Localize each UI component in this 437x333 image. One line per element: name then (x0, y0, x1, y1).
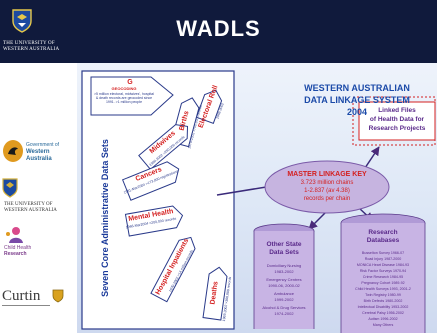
research-item: Risk Factor Surveys 1970-94 (359, 269, 407, 273)
core-arrow-shapes (121, 89, 228, 321)
page-title: WADLS (176, 16, 261, 41)
curtin-shield-icon (52, 289, 64, 303)
core-vertical-label: Seven Core Administrative Data Sets (100, 139, 110, 297)
research-item: Busselton Survey 1966-07 (361, 251, 405, 255)
research-item: Autism 1996-2002 (368, 317, 398, 321)
linked-files-line1: Linked Files (378, 107, 416, 114)
research-item: Child Health Surveys 1993, 2001-2 (355, 287, 411, 291)
diagram-canvas (81, 70, 436, 333)
geocoding-icon: G (127, 79, 133, 86)
arrow-shape-deaths (202, 266, 228, 321)
research-item: MONICA Heart Disease 1984-93 (356, 263, 410, 267)
research-item: Twin Registry 1980-99 (365, 293, 401, 297)
master-key-line3: records per chain (303, 196, 351, 202)
linkage-diagram: WESTERN AUSTRALIAN DATA LINKAGE SYSTEM 2… (77, 63, 437, 333)
linked-files-box (358, 101, 436, 141)
research-item: Road Injury 1987-2000 (364, 257, 402, 261)
gov-line1: Government of (26, 142, 60, 148)
geocoding-title: GEOCODING (111, 86, 137, 91)
other-item: Ambulance (273, 291, 294, 296)
arrow-shape-mental (124, 205, 184, 237)
curtin-underline (2, 305, 50, 306)
other-item: 1974-2002 (274, 311, 294, 316)
uwa-logo: THE UNIVERSITY OF WESTERN AUSTRALIA (2, 178, 74, 218)
other-item: Emergency Centres (266, 277, 302, 282)
child-health-logo: Child Health Research (2, 226, 74, 258)
linked-files-line3: Research Projects (368, 125, 426, 132)
curtin-text: Curtin (2, 288, 41, 304)
other-title-line1: Other State (266, 241, 302, 248)
curtin-logo: Curtin (2, 286, 76, 308)
arrow-shape-midwives (138, 124, 189, 171)
arrow-shape-cancers (121, 161, 180, 201)
header-bar: THE UNIVERSITY OF WESTERN AUSTRALIA WADL… (0, 0, 437, 63)
research-item: Birth Defects 1980-2002 (363, 299, 403, 303)
child-health-line2: Research (4, 251, 27, 257)
system-year: 2004 (346, 107, 368, 117)
research-cylinder-body (341, 223, 425, 333)
child-figure-icon (6, 227, 23, 243)
gov-line3: Australia (26, 156, 52, 162)
linked-files-line2: of Health Data for (369, 116, 425, 123)
logo-sidebar: Government of Western Australia THE UNIV… (0, 63, 77, 333)
other-item: Domiciliary Nursing (266, 263, 302, 268)
system-title-line2: DATA LINKAGE SYSTEM (304, 95, 410, 105)
other-item: 1983-2002 (274, 269, 294, 274)
government-wa-logo: Government of Western Australia (2, 137, 74, 165)
other-item: Alcohol & Drug Services (262, 305, 306, 310)
master-key-ellipse (264, 160, 390, 214)
research-title-line2: Databases (366, 237, 400, 244)
uwa-shield-icon (2, 178, 18, 198)
research-item: Pregnancy Cohort 1989-92 (361, 281, 405, 285)
uwa-logo-text: THE UNIVERSITY OF WESTERN AUSTRALIA (4, 202, 57, 213)
system-title-line1: WESTERN AUSTRALIAN (304, 83, 410, 93)
research-title-line1: Research (368, 229, 398, 236)
other-item: 1990-06, 2000-02 (268, 283, 300, 288)
geocoding-text: >5 million electoral, midwives', hospita… (93, 92, 155, 104)
gov-line2: Western (26, 149, 50, 155)
research-item: Intellectual Disability 1953-2002 (357, 305, 409, 309)
uwa-crest-icon (12, 9, 32, 33)
child-health-line1: Child Health (4, 245, 32, 251)
government-swan-icon (3, 140, 23, 162)
research-item: Many Others (372, 323, 394, 327)
master-key-line1: 3.723 million chains (300, 180, 354, 186)
other-item: 1999-2002 (274, 297, 294, 302)
geocoding-bubble (90, 76, 174, 116)
master-key-line2: 1-2.837 (av 4.38) (304, 188, 350, 194)
other-cylinder-body (254, 231, 314, 329)
arrow-shape-electoral (195, 89, 223, 124)
arrow-shape-hospital (150, 236, 196, 303)
university-name: THE UNIVERSITY OF WESTERN AUSTRALIA (3, 41, 60, 52)
research-item: Cerebral Palsy 1956-2002 (362, 311, 404, 315)
research-item: Crime Research 1984-95 (362, 275, 404, 279)
master-key-title: MASTER LINKAGE KEY (287, 171, 367, 178)
other-title-line2: Data Sets (269, 249, 299, 256)
